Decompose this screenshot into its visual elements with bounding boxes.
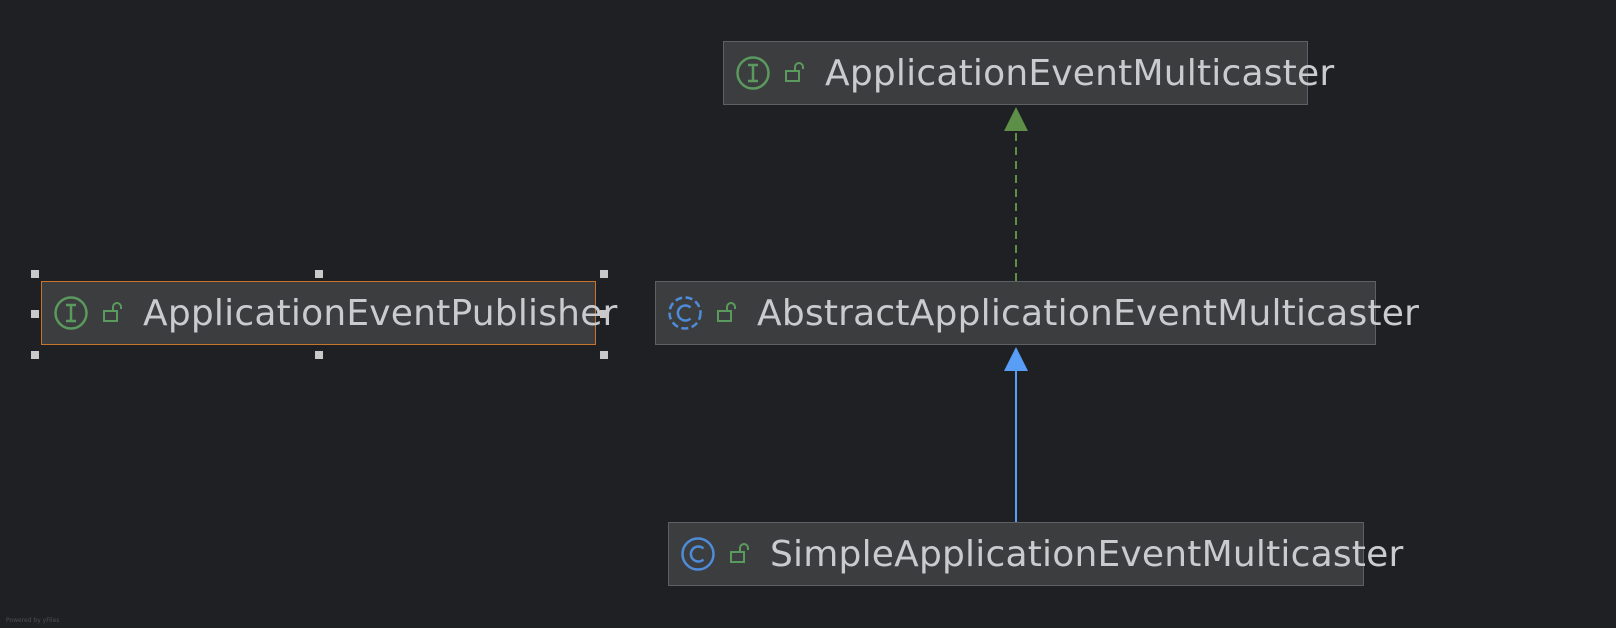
node-label: ApplicationEventMulticaster — [825, 52, 1335, 94]
class-c-icon — [680, 536, 716, 572]
selection-handle-bottom-right[interactable] — [600, 351, 608, 359]
interface-i-icon — [53, 295, 89, 331]
node-application-event-publisher[interactable]: ApplicationEventPublisher — [41, 281, 617, 345]
node-label: AbstractApplicationEventMulticaster — [757, 292, 1420, 334]
unlocked-padlock-icon — [781, 60, 807, 86]
interface-i-icon — [735, 55, 771, 91]
unlocked-padlock-icon — [726, 541, 752, 567]
selection-handle-bottom-center[interactable] — [315, 351, 323, 359]
node-label: ApplicationEventPublisher — [143, 292, 618, 334]
selection-handle-middle-left[interactable] — [31, 310, 39, 318]
implements-arrowhead — [1004, 107, 1028, 131]
selection-handle-bottom-left[interactable] — [31, 351, 39, 359]
selection-handle-top-right[interactable] — [600, 270, 608, 278]
unlocked-padlock-icon — [99, 300, 125, 326]
node-label: SimpleApplicationEventMulticaster — [770, 533, 1404, 575]
node-abstract-application-event-multicaster[interactable]: AbstractApplicationEventMulticaster — [655, 281, 1419, 345]
unlocked-padlock-icon — [713, 300, 739, 326]
selection-handle-top-left[interactable] — [31, 270, 39, 278]
abstract-class-c-icon — [667, 295, 703, 331]
selection-handle-top-center[interactable] — [315, 270, 323, 278]
extends-arrowhead — [1004, 347, 1028, 371]
watermark: Powered by yFiles — [6, 617, 60, 624]
node-simple-application-event-multicaster[interactable]: SimpleApplicationEventMulticaster — [668, 522, 1403, 586]
node-application-event-multicaster[interactable]: ApplicationEventMulticaster — [723, 41, 1334, 105]
selection-handle-middle-right[interactable] — [600, 310, 608, 318]
